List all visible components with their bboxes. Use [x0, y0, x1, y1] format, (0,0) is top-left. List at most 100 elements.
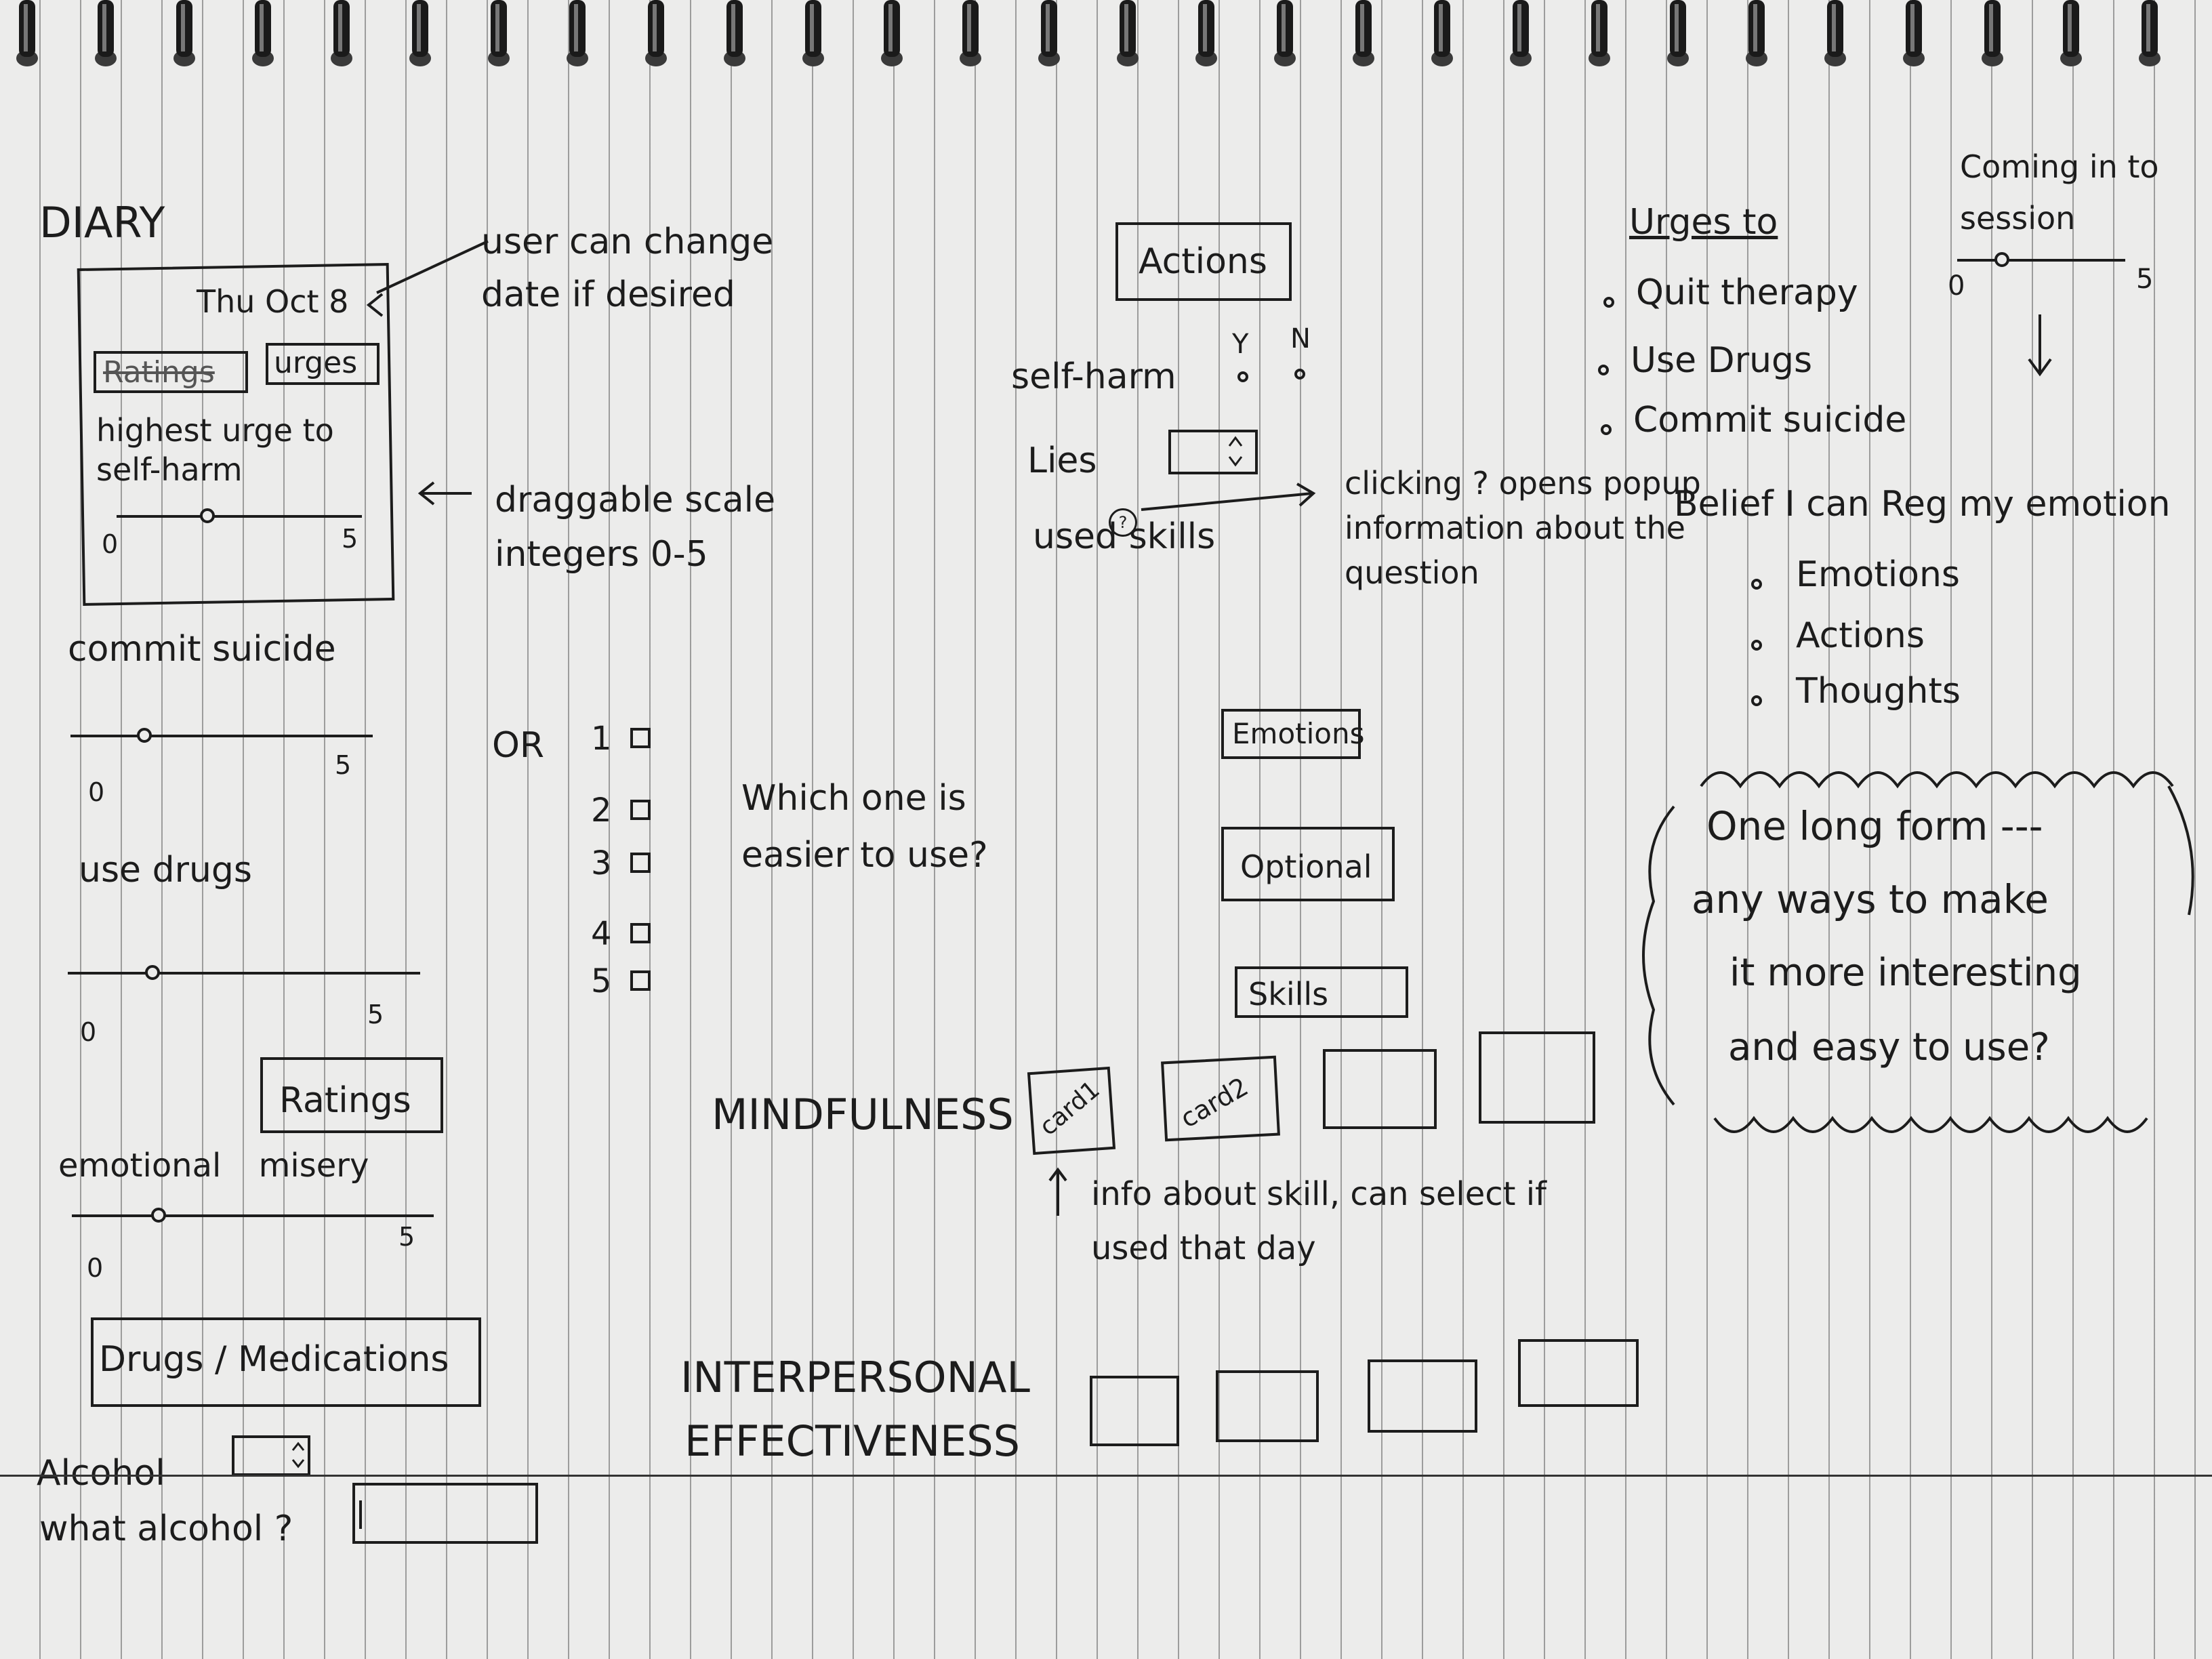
- session-scale-knob[interactable]: [1994, 252, 2009, 267]
- use-drugs-scale-track[interactable]: [68, 972, 420, 975]
- self-harm-no-radio[interactable]: [1294, 369, 1305, 380]
- session-scale-track[interactable]: [1957, 259, 2125, 262]
- page-rule-line: [0, 1475, 2212, 1477]
- skill-card-3[interactable]: [1323, 1049, 1437, 1129]
- skill-card-6[interactable]: [1216, 1370, 1319, 1442]
- cloud-note-line4: and easy to use?: [1728, 1025, 2050, 1069]
- scale-min: 0: [102, 529, 119, 559]
- belief-radio[interactable]: [1751, 579, 1762, 590]
- annotation-skill-info: info about skill, can select if used tha…: [1091, 1175, 1547, 1267]
- scale-min: 0: [87, 1253, 104, 1283]
- checkbox-option-label: 1: [591, 720, 612, 758]
- session-min: 0: [1948, 270, 1965, 302]
- spiral-binding: [16, 0, 2160, 66]
- spiral-ring: [252, 0, 274, 66]
- checkbox-option-5[interactable]: [630, 970, 651, 991]
- optional-section: Optional: [1240, 848, 1372, 885]
- emotional-misery-scale-knob[interactable]: [151, 1208, 167, 1223]
- help-question-icon[interactable]: ?: [1109, 508, 1137, 537]
- use-drugs-scale-knob[interactable]: [145, 965, 161, 980]
- tab-ratings[interactable]: [94, 351, 248, 393]
- urge-radio[interactable]: [1601, 424, 1612, 435]
- scale-min: 0: [80, 1017, 97, 1047]
- spiral-ring: [1353, 0, 1374, 66]
- session-label: Coming in to session: [1960, 148, 2159, 237]
- belief-item-label: Thoughts: [1796, 671, 1961, 712]
- chevron-left-icon[interactable]: [365, 291, 385, 319]
- q-self-harm: highest urge to self-harm: [96, 412, 334, 488]
- checkbox-option-label: 4: [591, 915, 612, 953]
- lies-stepper[interactable]: [1168, 430, 1258, 474]
- skill-card-5[interactable]: [1090, 1376, 1179, 1446]
- commit-suicide-scale-knob[interactable]: [137, 728, 152, 743]
- optional-section-box[interactable]: [1221, 827, 1395, 901]
- checkbox-option-label: 2: [591, 792, 612, 830]
- checkbox-option-1[interactable]: [630, 728, 651, 748]
- tab-urges[interactable]: [266, 343, 380, 385]
- skill-card-8[interactable]: [1518, 1339, 1639, 1407]
- spiral-ring: [1589, 0, 1610, 66]
- spiral-ring: [567, 0, 588, 66]
- cloud-note-line1: One long form ---: [1706, 803, 2043, 849]
- checkbox-option-4[interactable]: [630, 923, 651, 943]
- checkbox-option-3[interactable]: [630, 853, 651, 873]
- spiral-ring: [1982, 0, 2003, 66]
- spiral-ring: [16, 0, 38, 66]
- emotional-misery-scale-track[interactable]: [72, 1214, 434, 1217]
- date-display[interactable]: Thu Oct 8: [197, 283, 349, 320]
- urge-radio[interactable]: [1598, 365, 1609, 375]
- scale-max: 5: [398, 1222, 415, 1252]
- ratings-header: Ratings: [279, 1080, 411, 1121]
- spiral-ring: [173, 0, 195, 66]
- emotions-section: Emotions: [1232, 717, 1365, 750]
- urges-header: Urges to: [1629, 202, 1778, 243]
- action-self-harm: self-harm: [1011, 356, 1176, 397]
- annotation-arrow-1: [376, 240, 489, 294]
- belief-item-label: Actions: [1796, 615, 1925, 656]
- skill-card-7[interactable]: [1368, 1359, 1477, 1433]
- q-use-drugs: use drugs: [79, 850, 253, 890]
- spiral-ring: [95, 0, 117, 66]
- session-max: 5: [2136, 264, 2154, 295]
- urge-item-label: Use Drugs: [1631, 340, 1813, 381]
- spiral-ring: [1510, 0, 1532, 66]
- stepper-arrows-icon: [1228, 436, 1243, 467]
- effectiveness-label: EFFECTIVENESS: [684, 1416, 1020, 1466]
- urge-radio[interactable]: [1603, 297, 1614, 308]
- cloud-note-line3: it more interesting: [1729, 951, 2082, 995]
- belief-item-label: Emotions: [1796, 554, 1961, 595]
- spiral-ring: [724, 0, 745, 66]
- skills-section: Skills: [1248, 976, 1329, 1012]
- skill-card-4[interactable]: [1479, 1031, 1595, 1124]
- checkbox-option-2[interactable]: [630, 800, 651, 820]
- spiral-ring: [331, 0, 352, 66]
- spiral-ring: [1038, 0, 1060, 66]
- self-harm-scale-knob[interactable]: [200, 508, 216, 523]
- self-harm-scale-track[interactable]: [117, 515, 362, 518]
- action-lies: Lies: [1027, 441, 1097, 481]
- annotation-change-date: user can change date if desired: [481, 222, 774, 315]
- self-harm-yes-radio[interactable]: [1237, 371, 1248, 382]
- commit-suicide-scale-track[interactable]: [70, 735, 373, 737]
- col-no-label: N: [1290, 323, 1311, 354]
- belief-radio[interactable]: [1751, 695, 1762, 706]
- annotation-which-easier: Which one is easier to use?: [741, 778, 988, 876]
- spiral-ring: [802, 0, 824, 66]
- spiral-ring: [1195, 0, 1217, 66]
- belief-radio[interactable]: [1751, 640, 1762, 651]
- spiral-ring: [1903, 0, 1925, 66]
- urge-item-label: Quit therapy: [1636, 272, 1858, 313]
- emotions-section-box[interactable]: [1221, 709, 1361, 759]
- spiral-ring: [645, 0, 667, 66]
- annotation-clicking-popup: clicking ? opens popup information about…: [1345, 465, 1701, 591]
- spiral-ring: [2060, 0, 2082, 66]
- urge-item-label: Commit suicide: [1633, 400, 1907, 441]
- what-alcohol-input[interactable]: [352, 1483, 538, 1544]
- spiral-ring: [881, 0, 903, 66]
- skills-section-box[interactable]: [1235, 966, 1408, 1018]
- scale-max: 5: [335, 750, 352, 780]
- actions-header: Actions: [1139, 241, 1267, 282]
- arrow-down-icon: [2028, 314, 2052, 377]
- col-yes-label: Y: [1232, 329, 1249, 360]
- what-alcohol-label: what alcohol ?: [39, 1509, 293, 1549]
